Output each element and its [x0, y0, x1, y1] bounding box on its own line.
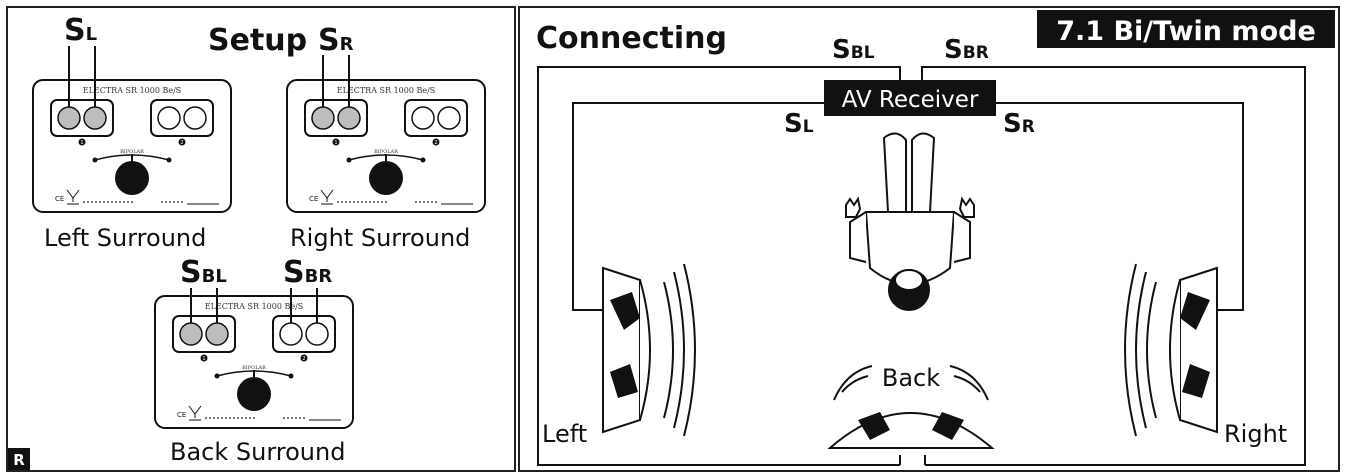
amplifier-back-surround — [154, 295, 354, 429]
setup-label-sl: SL — [64, 13, 97, 48]
corner-badge — [8, 448, 30, 470]
connecting-cables — [537, 66, 1306, 466]
left-label: Left — [542, 420, 587, 448]
caption-back-surround: Back Surround — [170, 438, 345, 466]
back-speaker-icon — [827, 365, 995, 449]
av-receiver — [824, 80, 996, 116]
connecting-label-sl: SL — [784, 109, 814, 139]
mode-badge — [1037, 10, 1335, 48]
corner-badge-label: R — [13, 451, 25, 469]
right-label: Right — [1224, 420, 1287, 448]
amplifier-left-surround — [32, 79, 232, 213]
av-receiver-label: AV Receiver — [842, 87, 979, 113]
connecting-label-sr: SR — [1003, 109, 1035, 139]
left-speaker-icon — [602, 263, 696, 437]
listener-icon — [845, 132, 975, 311]
back-label: Back — [882, 364, 940, 392]
caption-left-surround: Left Surround — [44, 224, 206, 252]
right-speaker-icon — [1124, 263, 1218, 437]
setup-label-sr: SR — [318, 23, 354, 58]
setup-label-sbl: SBL — [180, 255, 227, 290]
setup-label-sbr: SBR — [283, 255, 332, 290]
caption-right-surround: Right Surround — [290, 224, 470, 252]
setup-title: Setup — [208, 23, 307, 58]
connecting-label-sbr: SBR — [944, 35, 989, 65]
connecting-label-sbl: SBL — [832, 35, 875, 65]
amplifier-right-surround — [286, 79, 486, 213]
connecting-title: Connecting — [536, 21, 727, 56]
mode-badge-label: 7.1 Bi/Twin mode — [1056, 16, 1316, 47]
setup-cables — [68, 46, 350, 323]
